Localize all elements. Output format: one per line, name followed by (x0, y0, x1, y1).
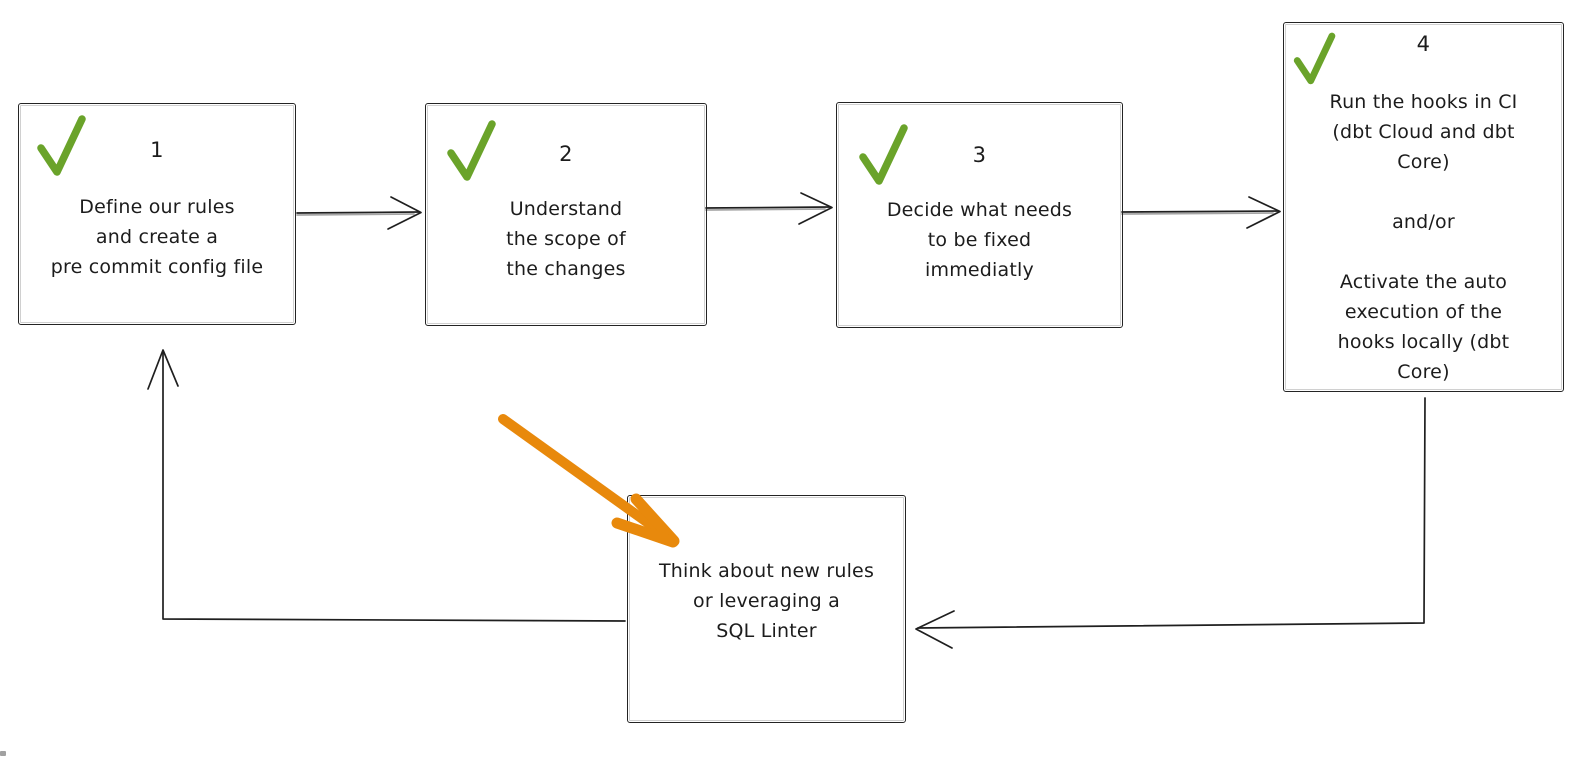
step-text-line: pre commit config file (50, 256, 264, 278)
step-text-line: the changes (506, 258, 626, 280)
step-number: 3 (972, 143, 987, 167)
check-icon (1293, 32, 1336, 85)
check-icon (37, 115, 86, 176)
step-text-line: hooks locally (dbt (1337, 331, 1510, 353)
step-paragraph: Run the hooks in CI (dbt Cloud and dbt C… (1284, 87, 1563, 177)
step-text-line: Activate the auto (1339, 271, 1508, 293)
step-text-line: (dbt Cloud and dbt (1332, 121, 1515, 143)
step-text-line: the scope of (506, 228, 626, 250)
check-icon (447, 120, 496, 181)
step-text: Decide what needs to be fixed immediatly (837, 195, 1122, 285)
loop-box: Think about new rules or leveraging a SQ… (627, 495, 906, 723)
step-paragraph: Activate the auto execution of the hooks… (1284, 267, 1563, 387)
step-text-line: Core) (1397, 361, 1450, 383)
loop-box-text-line: or leveraging a (693, 590, 840, 612)
step-box-4: 4 Run the hooks in CI (dbt Cloud and dbt… (1283, 22, 1564, 392)
step-text: Run the hooks in CI (dbt Cloud and dbt C… (1284, 87, 1563, 387)
step-text: Define our rules and create a pre commit… (19, 192, 295, 282)
step-text: Understand the scope of the changes (426, 194, 706, 284)
step-text-line: immediatly (925, 259, 1034, 281)
step-text-line: Decide what needs (886, 199, 1073, 221)
step-text-line: Define our rules (79, 196, 235, 218)
step-text-line: Understand (509, 198, 623, 220)
arrow-step3-to-step4 (1121, 196, 1281, 229)
screen-corner-artifact (0, 751, 6, 756)
loop-box-text-line: SQL Linter (716, 620, 817, 642)
step-paragraph: and/or (1284, 207, 1563, 237)
step-text-line: Run the hooks in CI (1329, 91, 1518, 113)
step-number: 4 (1416, 32, 1431, 56)
loop-box-text: Think about new rules or leveraging a SQ… (628, 556, 905, 646)
loop-box-text-line: Think about new rules (658, 560, 875, 582)
arrow-step4-to-loopbox (915, 397, 1426, 649)
step-text-line: and/or (1392, 211, 1455, 233)
step-text-line: execution of the (1344, 301, 1503, 323)
step-text-line: to be fixed (927, 229, 1032, 251)
arrow-loopbox-to-step1 (147, 349, 626, 622)
step-box-3: 3 Decide what needs to be fixed immediat… (836, 102, 1123, 328)
step-text-line: and create a (95, 226, 219, 248)
check-icon (859, 124, 908, 185)
step-box-2: 2 Understand the scope of the changes (425, 103, 707, 326)
step-number: 2 (559, 142, 573, 166)
step-number: 1 (150, 138, 164, 162)
arrow-step1-to-step2 (296, 196, 422, 230)
arrow-step2-to-step3 (705, 192, 833, 225)
step-box-1: 1 Define our rules and create a pre comm… (18, 103, 296, 325)
step-text-line: Core) (1397, 151, 1450, 173)
